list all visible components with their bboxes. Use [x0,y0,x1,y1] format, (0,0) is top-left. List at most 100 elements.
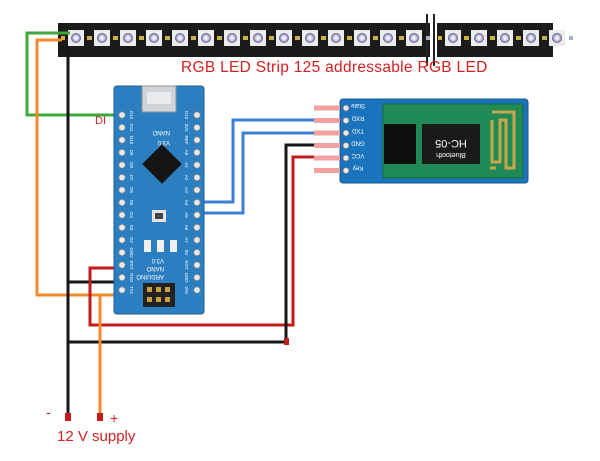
nano-pin-label: A4 [184,200,189,206]
nano-pin-label: D6 [129,187,134,193]
icsp-pin [156,297,161,302]
rgb-led [474,33,484,43]
led-dots [61,36,573,40]
nano-pin-label: RST [129,261,134,270]
led-strip-label: RGB LED Strip 125 addressable RGB LED [181,59,488,76]
nano-pin-label: A2 [184,175,189,181]
nano-pin-label: D10 [129,136,134,145]
led-pad [191,36,195,40]
nano-pin [118,261,126,269]
nano-pin [118,186,126,194]
bt-pin-label: VCC [351,152,364,158]
led-chips [68,30,565,46]
nano-pin [118,236,126,244]
nano-pin [118,123,126,132]
red-5v-wire [88,155,345,327]
nano-pin-label: D7 [129,175,134,181]
nano-pin-label: D3 [129,225,134,231]
black-bt-gnd-wire [68,143,345,344]
led-pad [399,36,403,40]
icsp-pin [156,287,161,292]
nano-pin-label: D8 [129,162,134,168]
nano-pin [118,111,126,119]
led-strip [58,14,573,66]
nano-pin-label: D12 [129,111,134,120]
nano-pin [193,248,201,257]
nano-pin [118,173,126,182]
supply-minus-terminal [65,413,71,421]
rgb-led [331,33,341,43]
nano-pin-label: GND [129,248,134,259]
usb-port [147,92,171,104]
bt-antenna-trace [490,110,516,170]
reset-button-center [155,213,163,219]
led-pad [217,36,221,40]
rgb-led [97,33,107,43]
bt-pin [342,104,350,112]
smd-led [170,240,177,252]
nano-pin [118,136,126,144]
led-pad [269,36,273,40]
icsp-pins [147,287,170,302]
bt-pin [342,117,350,124]
led-pad [426,36,430,40]
led-pad [139,36,143,40]
nano-pin [193,173,201,182]
orange-power-wire [35,38,128,297]
nano-pin-label: A6 [184,225,189,231]
led-pad [516,36,520,40]
led-pad [295,36,299,40]
nano-pin [193,161,201,169]
nano-version-bottom: V3.0 [151,257,164,263]
nano-pin-label: D4 [129,212,134,218]
blue-tx-wire [200,131,340,215]
icsp-header [143,283,175,307]
led-pad [569,36,573,40]
bt-pin-headers [314,104,350,174]
led-pad [438,36,442,40]
bt-chip [384,124,416,164]
nano-pin-label: REF [184,136,189,145]
nano-pin [193,111,201,119]
rgb-led [201,33,211,43]
supply-plus-terminal [97,413,103,421]
nano-pin [118,273,126,282]
nano-pin [193,136,201,144]
rgb-led [357,33,367,43]
smd-led [144,240,151,252]
bt-pin-label: State [350,102,365,108]
nano-version-label: V3.0 [157,139,170,145]
nano-pin [193,123,201,132]
rgb-led [175,33,185,43]
nano-pin [193,198,201,207]
nano-pin-label: GND [184,273,189,284]
supply-minus-label: - [46,404,51,420]
blue-rx-wire [200,118,340,204]
bt-pin [342,154,350,162]
nano-pin-label: D13 [184,111,189,120]
black-ground-wire [58,46,70,416]
led-pad [373,36,377,40]
bt-pin-label: Key [353,165,363,171]
rgb-led [526,33,536,43]
bt-pin-leg [314,118,340,123]
nano-pin-label: A5 [184,212,189,218]
rgb-led [123,33,133,43]
nano-pin-label: A3 [184,187,189,193]
nano-pin [118,198,126,207]
bt-pin-label: RXD [351,115,364,121]
nano-pin [193,223,201,232]
nano-pin [193,286,201,294]
bt-pin-leg [314,143,340,148]
nano-pin-label: D2 [129,237,134,243]
nano-pin-label: TX1 [129,286,134,295]
rgb-led [305,33,315,43]
rgb-led [552,33,562,43]
nano-pin [193,211,201,219]
nano-pin [118,161,126,169]
rgb-led [149,33,159,43]
nano-pin-label: D9 [129,150,134,156]
